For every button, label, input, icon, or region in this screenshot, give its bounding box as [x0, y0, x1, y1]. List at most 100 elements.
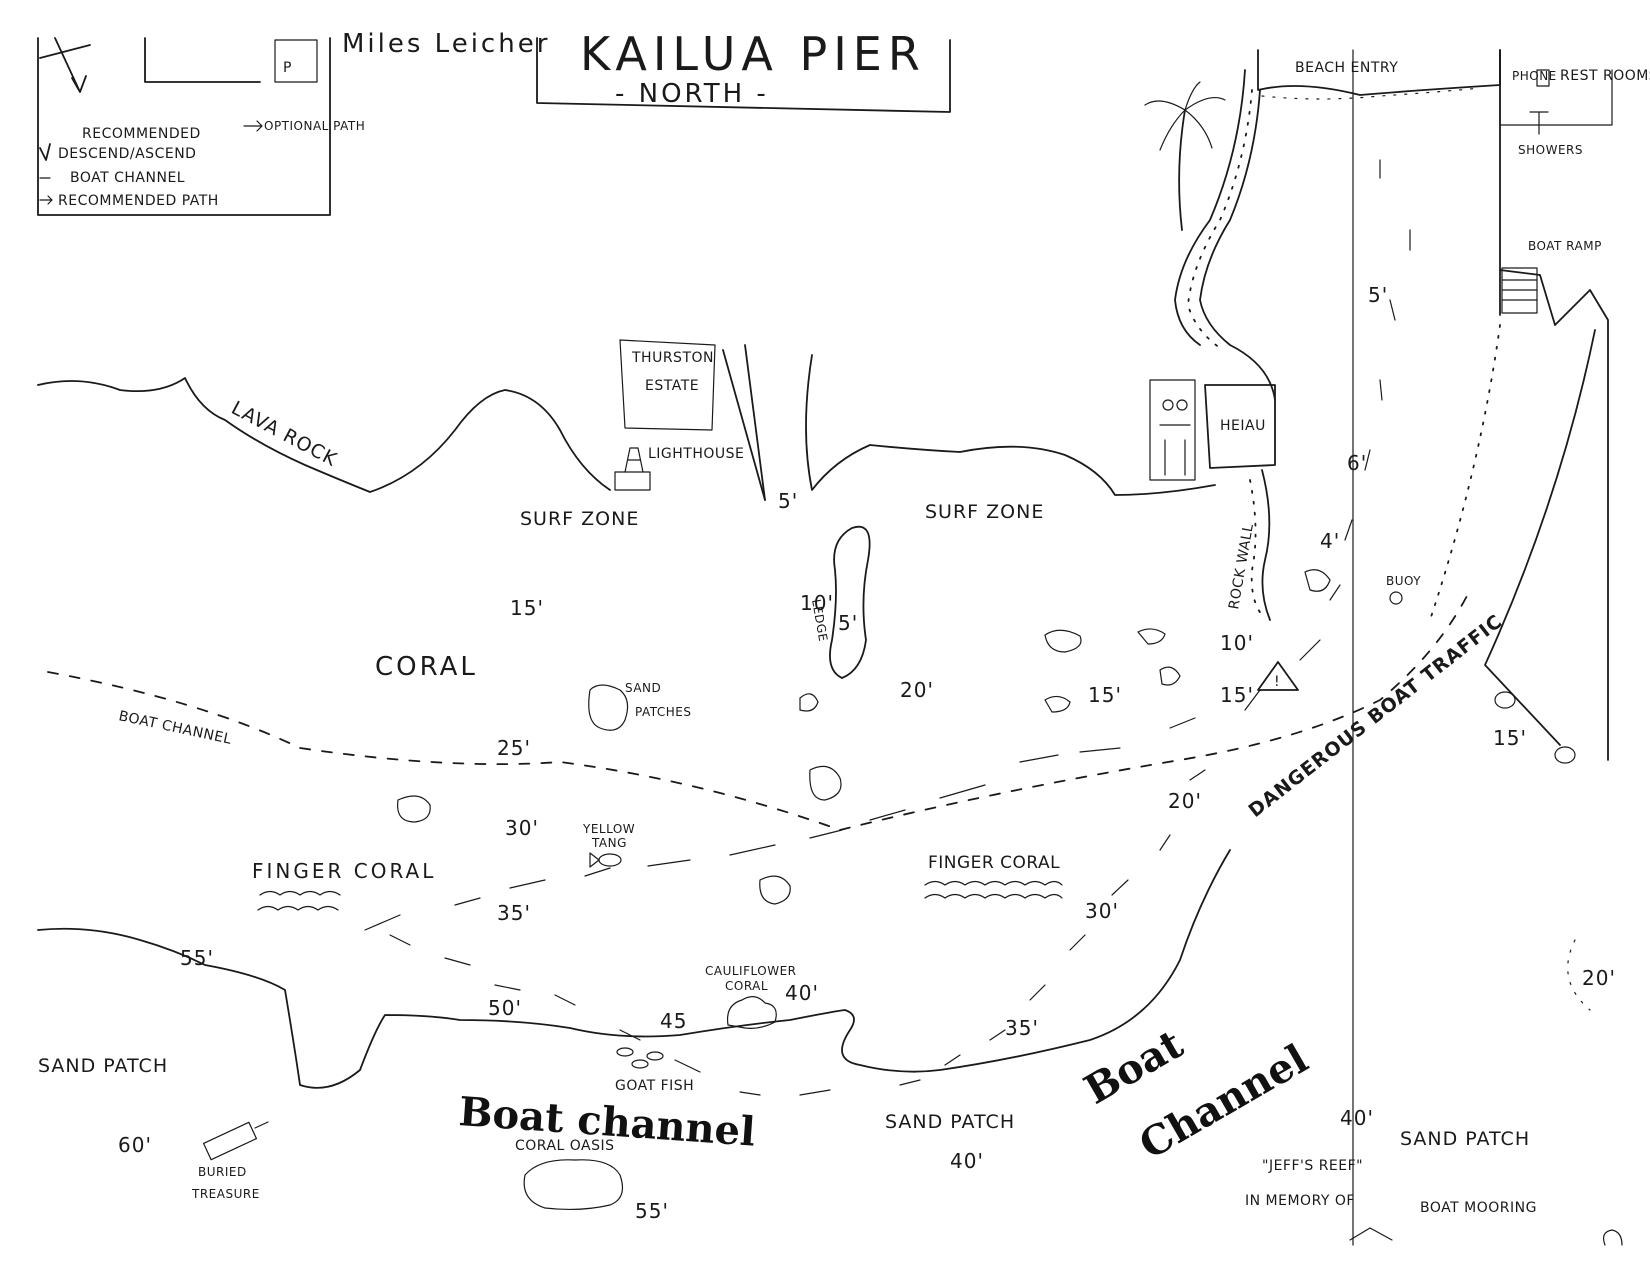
depth-55-a: 55' — [180, 946, 214, 970]
sand-patch-right-label: SAND PATCH — [1400, 1128, 1530, 1150]
boat-ramp-hatch — [1501, 279, 1538, 301]
sand-patch-5 — [759, 875, 791, 905]
depth-40-a: 40' — [785, 981, 819, 1005]
finger-coral-center-glyph — [924, 880, 1063, 899]
finger-coral-left-label: FINGER CORAL — [252, 859, 436, 883]
legend-box: P RECOMMENDED DESCEND/ASCEND BOAT CHANNE… — [37, 37, 365, 216]
depth-60: 60' — [118, 1133, 152, 1157]
depth-35-a: 35' — [497, 901, 531, 925]
map-title: KAILUA PIER — [580, 27, 926, 81]
pier-edge-dotted — [1429, 324, 1501, 621]
heiau-box — [1204, 384, 1276, 469]
finger-coral-center-label: FINGER CORAL — [928, 853, 1060, 873]
thurston-label-2: ESTATE — [645, 378, 699, 394]
thurston-wall-right — [744, 344, 766, 501]
treasure-bottle-icon — [202, 1121, 269, 1161]
depth-10-b: 10' — [1220, 631, 1254, 655]
beach-entry-boundary — [1257, 49, 1501, 96]
buried-label-2: TREASURE — [191, 1187, 260, 1201]
depth-45: 45 — [660, 1009, 687, 1033]
surf-zone-center: SURF ZONE — [925, 501, 1044, 523]
depth-10-ledge: 10' — [800, 591, 834, 615]
depth-35-b: 35' — [1005, 1016, 1039, 1040]
sand-patch-4 — [809, 765, 842, 801]
sand-patch-6 — [1044, 629, 1082, 653]
legend-recommended-path-icon — [39, 195, 53, 205]
sand-patch-3 — [397, 795, 431, 823]
mooring-icon — [1602, 1229, 1623, 1246]
legend-recommended: RECOMMENDED — [82, 126, 201, 142]
depth-5-a: 5' — [778, 489, 798, 513]
boat-ramp-label: BOAT RAMP — [1528, 239, 1602, 253]
legend-recommended-path: RECOMMENDED PATH — [58, 193, 219, 209]
lighthouse-label: LIGHTHOUSE — [648, 446, 744, 462]
depth-55-b: 55' — [635, 1199, 669, 1223]
patches-label: PATCHES — [635, 705, 691, 719]
boat-channel-marker-2a: Boat — [1077, 1020, 1192, 1113]
depth-15-b: 15' — [1088, 683, 1122, 707]
shower-icon — [1529, 111, 1549, 135]
depth-4: 4' — [1320, 529, 1340, 553]
finger-coral-left-glyph — [257, 890, 341, 911]
coral-oasis-outline — [523, 1159, 623, 1211]
rock-path-left — [1174, 69, 1246, 346]
legend-optional-path-icon — [243, 120, 263, 132]
sea-turtle-icon — [1494, 691, 1576, 764]
recommended-path-lower — [389, 159, 1411, 1096]
deep-reef-edge — [37, 849, 1231, 1089]
restroom-boundary — [1499, 49, 1613, 126]
depth-15-c: 15' — [1220, 683, 1254, 707]
goat-fish-icon — [616, 1047, 664, 1069]
phone-label: PHONE — [1512, 69, 1557, 83]
cauliflower-label-1: CAULIFLOWER — [705, 964, 797, 978]
depth-30-a: 30' — [505, 816, 539, 840]
rock-wall-label: ROCK WALL — [1226, 522, 1257, 610]
boat-channel-route-left — [47, 671, 841, 831]
sand-patch-10 — [1304, 569, 1331, 592]
title-box: KAILUA PIER - NORTH - — [536, 27, 951, 113]
sand-patch-1 — [588, 684, 629, 731]
depth-25: 25' — [497, 736, 531, 760]
sand-label-1: SAND — [625, 681, 661, 695]
showers-label: SHOWERS — [1518, 143, 1583, 157]
sand-patch-left-label: SAND PATCH — [38, 1055, 168, 1077]
lava-rock-shoreline — [37, 377, 611, 493]
sand-patch-9 — [1044, 695, 1071, 713]
yellow-tang-label-1: YELLOW — [582, 822, 635, 836]
legend-descend-ascend-icon — [39, 143, 51, 161]
buried-label-1: BURIED — [198, 1165, 247, 1179]
depth-40-b: 40' — [950, 1149, 984, 1173]
depth-20-a: 20' — [900, 678, 934, 702]
boat-channel-label-1: BOAT CHANNEL — [117, 708, 233, 748]
depth-15-d: 15' — [1493, 726, 1527, 750]
lighthouse-wall — [722, 349, 766, 501]
legend-descend-ascend: DESCEND/ASCEND — [58, 146, 196, 162]
map-subtitle: - NORTH - — [615, 79, 769, 109]
jeffs-reef-marker — [1349, 1227, 1393, 1241]
rock-wall — [1261, 469, 1271, 621]
cauliflower-coral-icon — [726, 996, 777, 1029]
north-arrow-icon — [39, 37, 91, 93]
rock-path-stones — [1187, 89, 1253, 349]
palm-tree-icon — [1144, 81, 1226, 231]
svg-text:!: ! — [1274, 674, 1280, 690]
phone-icon — [1536, 69, 1550, 87]
depth-30-b: 30' — [1085, 899, 1119, 923]
rest-rooms-label: REST ROOMS — [1560, 68, 1650, 84]
warning-triangle-icon: ! — [1257, 661, 1299, 691]
ledge-outline — [829, 525, 871, 679]
lighthouse-icon — [614, 447, 651, 491]
coral-label: CORAL — [375, 652, 478, 682]
buoy-label: BUOY — [1386, 574, 1421, 588]
pier-outline — [1499, 49, 1609, 761]
surf-zone-left: SURF ZONE — [520, 508, 639, 530]
fish-icon — [589, 852, 622, 868]
recommended-path-upper — [364, 717, 1196, 931]
buoy-icon — [1389, 591, 1403, 605]
sand-patch-center-label: SAND PATCH — [885, 1111, 1015, 1133]
boat-mooring-label: BOAT MOORING — [1420, 1200, 1537, 1216]
goat-fish-label: GOAT FISH — [615, 1078, 694, 1094]
thurston-label-1: THURSTON — [631, 350, 714, 366]
heiau-label: HEIAU — [1220, 418, 1266, 434]
